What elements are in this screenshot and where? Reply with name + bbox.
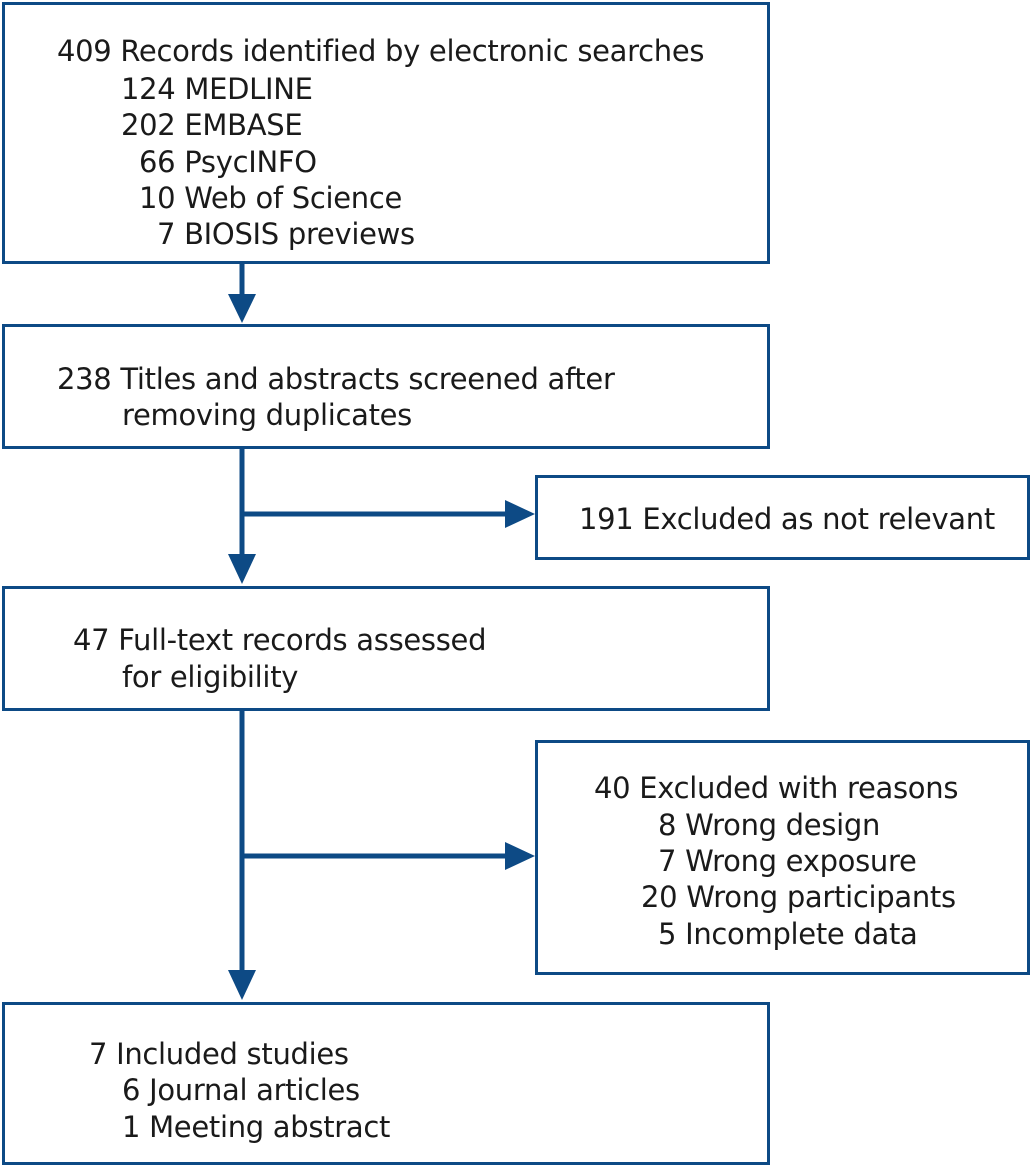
arrowhead-right-2 <box>505 842 535 870</box>
wrong-exposure-count: 7 Wrong exposure <box>658 844 917 878</box>
arrowhead-down-3 <box>228 970 256 1000</box>
wrong-design-count: 8 Wrong design <box>658 808 881 842</box>
fulltext-line-1: 47 Full-text records assessed <box>73 623 487 657</box>
meeting-abstract-count: 1 Meeting abstract <box>122 1110 391 1144</box>
biosis-count: 7 BIOSIS previews <box>157 217 415 251</box>
web-of-science-count: 10 Web of Science <box>139 181 403 215</box>
incomplete-data-count: 5 Incomplete data <box>658 917 918 951</box>
journal-articles-count: 6 Journal articles <box>122 1073 360 1107</box>
fulltext-line-2: for eligibility <box>122 660 299 694</box>
arrowhead-down-2 <box>228 554 256 584</box>
included-total: 7 Included studies <box>89 1037 349 1071</box>
fulltext-box: 47 Full-text records assessed for eligib… <box>2 586 770 711</box>
included-box: 7 Included studies 6 Journal articles 1 … <box>2 1002 770 1165</box>
screened-line-1: 238 Titles and abstracts screened after <box>57 362 615 396</box>
screened-box: 238 Titles and abstracts screened after … <box>2 324 770 449</box>
screened-line-2: removing duplicates <box>122 398 412 432</box>
excluded-reasons-box: 40 Excluded with reasons 8 Wrong design … <box>535 740 1030 975</box>
arrowhead-down-1 <box>228 294 256 323</box>
excluded-not-relevant-box: 191 Excluded as not relevant <box>535 475 1030 560</box>
wrong-participants-count: 20 Wrong participants <box>641 880 956 914</box>
records-identified-box: 409 Records identified by electronic sea… <box>2 2 770 264</box>
medline-count: 124 MEDLINE <box>121 72 313 106</box>
psycinfo-count: 66 PsycINFO <box>139 145 317 179</box>
records-identified-total: 409 Records identified by electronic sea… <box>57 34 705 68</box>
excluded-reasons-total: 40 Excluded with reasons <box>594 771 959 805</box>
arrowhead-right-1 <box>505 500 535 528</box>
excluded-not-relevant-text: 191 Excluded as not relevant <box>579 502 995 536</box>
embase-count: 202 EMBASE <box>121 108 303 142</box>
